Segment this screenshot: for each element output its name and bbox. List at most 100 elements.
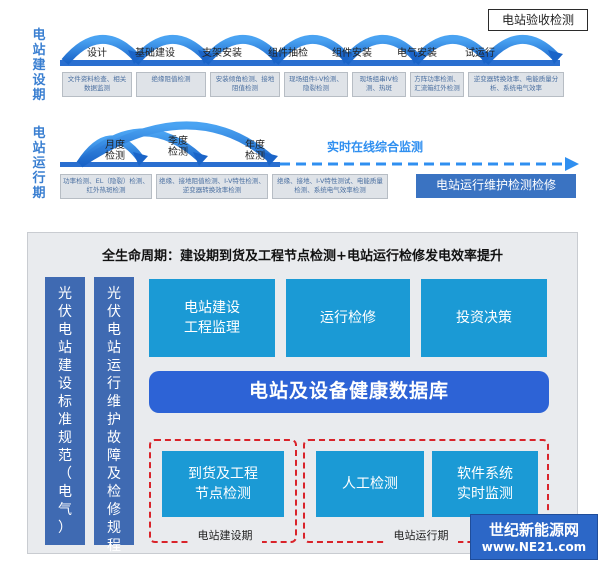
site-logo: 世纪新能源网 www.NE21.com <box>470 514 598 560</box>
col-char: 电 <box>58 322 72 338</box>
step-arc <box>481 35 559 65</box>
col-char: 站 <box>58 340 72 356</box>
arrowhead <box>133 152 148 166</box>
arrowhead <box>198 50 213 64</box>
step-label-module-sampling: 组件抽检 <box>268 48 308 59</box>
construction-detail-box: 安装倾角检测、接地阻值检测 <box>210 72 280 97</box>
online-monitoring-label: 实时在线综合监测 <box>327 140 424 154</box>
arrowhead <box>193 152 208 166</box>
database-label: 电站及设备健康数据库 <box>248 380 449 402</box>
step-label-trial-run: 试运行 <box>465 48 495 59</box>
detail-text: 现场组串IV检测、热斑 <box>359 75 399 92</box>
col-char: 光 <box>107 286 121 302</box>
step-label-electrical: 电气安装 <box>397 48 437 59</box>
health-database-bar: 电站及设备健康数据库 <box>149 371 549 413</box>
detail-text: 绝缘、接地、I-V特性测试、电能质量检测、系统电气效率检测 <box>277 177 383 194</box>
detail-text: 逆变器转换效率、电能质量分析、系统电气效率 <box>473 75 559 92</box>
acceptance-title: 电站验收检测 <box>501 13 574 27</box>
construction-arrowheads <box>128 50 563 64</box>
op-step-monthly: 月度检测 <box>105 140 125 162</box>
step-label-foundation: 基础建设 <box>135 48 175 59</box>
col-char: 维 <box>107 394 121 410</box>
box-line: 人工检测 <box>342 476 398 492</box>
col-char: 准 <box>58 412 72 428</box>
investment-box: 投资决策 <box>421 279 547 357</box>
lifecycle-panel: 全生命周期：建设期到货及工程节点检测+电站运行检修发电效率提升 光 伏 电 站 … <box>27 232 578 554</box>
col-char: 规 <box>107 520 121 536</box>
box-line: 节点检测 <box>195 486 251 502</box>
col-char: 障 <box>107 448 121 464</box>
col-char: 故 <box>107 430 121 446</box>
construction-phase-label: 电站建设期 <box>32 28 48 106</box>
col-char: 程 <box>107 538 121 554</box>
arrowhead <box>268 50 283 64</box>
detail-text: 绝缘阻值检测 <box>151 75 191 83</box>
operation-detail-box: 绝缘、接地、I-V特性测试、电能质量检测、系统电气效率检测 <box>272 174 388 199</box>
detail-text: 功率检测、EL（隐裂）检测、红外热斑检测 <box>63 177 149 194</box>
operation-detail-box: 绝缘、接地阻值检测、I-V特性检测、逆变器转换效率检测 <box>156 174 268 199</box>
software-monitoring-box: 软件系统 实时监测 <box>432 451 538 517</box>
col-char: 范 <box>58 448 72 464</box>
panel-title: 全生命周期：建设期到货及工程节点检测+电站运行检修发电效率提升 <box>102 249 503 264</box>
maintenance-regulation-column: 光 伏 电 站 运 行 维 护 故 障 及 检 修 规 程 <box>94 277 134 554</box>
col-char: 设 <box>58 376 72 392</box>
col-char: 站 <box>107 340 121 356</box>
col-char: 伏 <box>107 304 121 320</box>
arrival-inspection-box: 到货及工程 节点检测 <box>162 451 284 517</box>
construction-detail-box: 逆变器转换效率、电能质量分析、系统电气效率 <box>468 72 564 97</box>
box-line: 工程监理 <box>184 320 240 336</box>
step-label-design: 设计 <box>87 48 107 59</box>
col-char: 标 <box>58 394 72 410</box>
arrowhead <box>263 152 278 166</box>
acceptance-title-box: 电站验收检测 <box>488 9 588 31</box>
col-char: 伏 <box>58 304 72 320</box>
detail-text: 现场组件I-V检测、隐裂检测 <box>289 75 343 92</box>
op-step-quarterly: 季度检测 <box>168 136 188 158</box>
operation-period-label: 电站运行期 <box>384 527 458 543</box>
col-char: 检 <box>107 484 121 500</box>
phase-label-text: 电站建设期 <box>32 28 46 103</box>
operation-detail-box: 功率检测、EL（隐裂）检测、红外热斑检测 <box>60 174 152 199</box>
supervision-box: 电站建设 工程监理 <box>149 279 275 357</box>
box-line: 软件系统 <box>457 466 513 482</box>
step-arc <box>61 35 139 65</box>
maintenance-box: 运行检修 <box>286 279 410 357</box>
col-char: 修 <box>107 502 121 518</box>
detail-text: 安装倾角检测、接地阻值检测 <box>215 75 275 92</box>
construction-detail-box: 绝缘阻值检测 <box>136 72 206 97</box>
arrowhead <box>548 50 563 64</box>
construction-arrows <box>60 35 563 66</box>
operation-arcs <box>76 121 273 168</box>
op-arc <box>77 121 273 168</box>
construction-detail-box: 现场组串IV检测、热斑 <box>352 72 406 97</box>
col-char: （ <box>58 466 72 482</box>
col-char: 电 <box>107 322 121 338</box>
phase-label-text: 电站运行期 <box>32 126 46 201</box>
operation-arrowheads <box>133 152 278 166</box>
step-label-module-install: 组件安装 <box>332 48 372 59</box>
box-line: 运行检修 <box>320 310 376 326</box>
box-line: 电站建设 <box>184 300 240 316</box>
col-char: 规 <box>58 430 72 446</box>
col-char: 护 <box>107 412 121 428</box>
col-char: 光 <box>58 286 72 302</box>
arrowhead <box>128 50 143 64</box>
construction-detail-box: 方阵功率检测、汇流箱红外检测 <box>410 72 464 97</box>
detail-text: 方阵功率检测、汇流箱红外检测 <box>414 75 460 92</box>
detail-text: 文件资料检查、相关数据监测 <box>67 75 127 92</box>
col-char: 运 <box>107 358 121 374</box>
box-line: 投资决策 <box>456 310 512 326</box>
construction-detail-box: 文件资料检查、相关数据监测 <box>62 72 132 97</box>
col-char: 及 <box>107 466 121 482</box>
monitoring-arrowhead <box>565 157 579 171</box>
col-char: 行 <box>107 376 121 392</box>
construction-period-label: 电站建设期 <box>188 527 262 543</box>
op-step-yearly: 年度检测 <box>245 140 265 162</box>
col-char: 气 <box>58 502 72 518</box>
construction-standard-column: 光 伏 电 站 建 设 标 准 规 范 （ 电 气 ） <box>45 277 85 545</box>
operation-baseline <box>60 162 280 167</box>
operation-phase-label: 电站运行期 <box>32 126 48 204</box>
col-char: 建 <box>58 358 72 374</box>
col-char: 电 <box>58 484 72 500</box>
detail-text: 绝缘、接地阻值检测、I-V特性检测、逆变器转换效率检测 <box>159 177 265 194</box>
